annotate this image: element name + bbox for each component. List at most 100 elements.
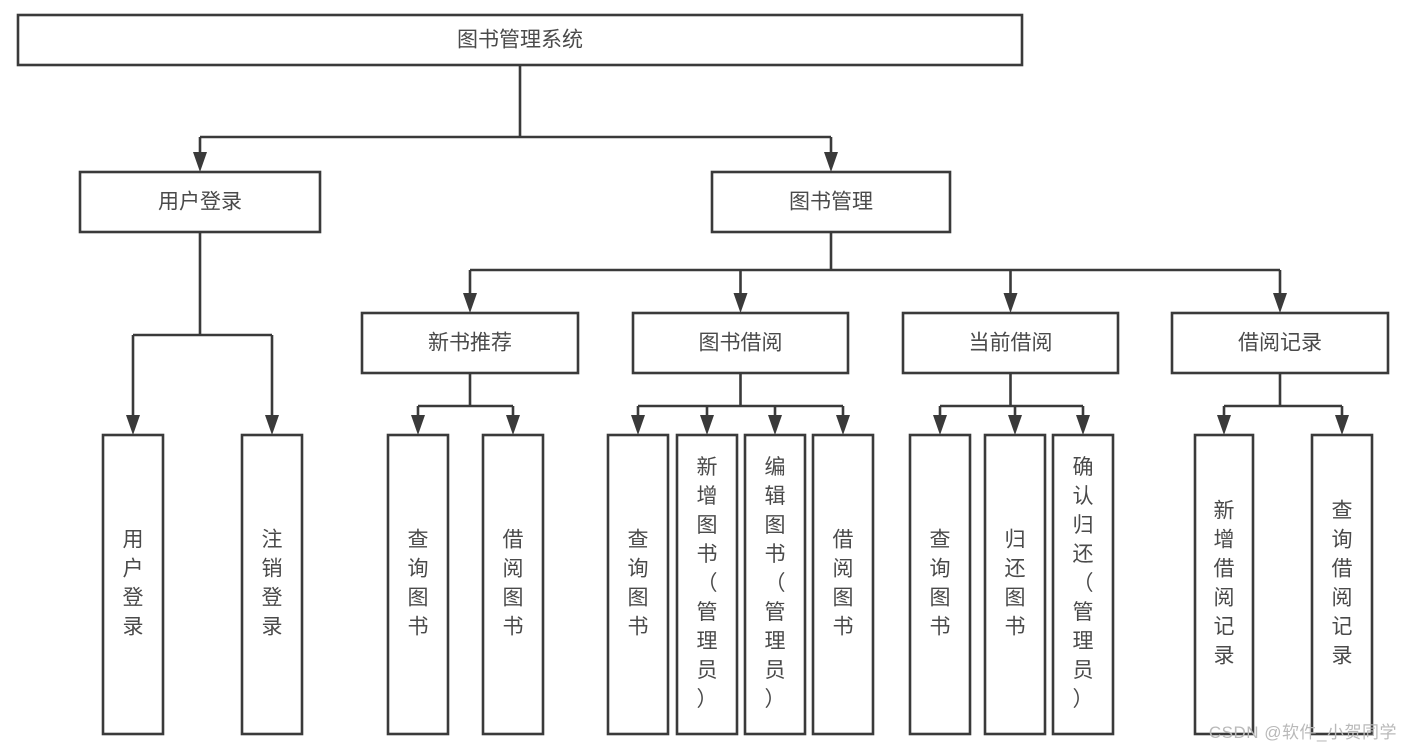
node-box[interactable]	[710, 170, 952, 234]
node-label: 图书管理系统	[457, 29, 583, 52]
node-book-manage[interactable]: 图书管理	[710, 170, 952, 234]
arrow-head	[631, 415, 645, 435]
arrow-head	[506, 415, 520, 435]
node-box[interactable]	[481, 433, 545, 736]
node-box[interactable]	[1193, 433, 1255, 736]
node-label-char: 还	[1005, 558, 1026, 581]
node-label-char: 图	[765, 514, 786, 537]
node-label-char: 阅	[1214, 587, 1235, 610]
arrow-head	[824, 152, 838, 172]
node-box[interactable]	[811, 433, 875, 736]
node-label-char: 查	[1332, 500, 1353, 523]
node-box[interactable]	[675, 433, 739, 736]
node-label-char: 书	[930, 616, 951, 639]
node-label: 新书推荐	[428, 332, 512, 355]
node-label-char: 阅	[1332, 587, 1353, 610]
node-box[interactable]	[1310, 433, 1374, 736]
node-box[interactable]	[386, 433, 450, 736]
node-box[interactable]	[743, 433, 807, 736]
arrow-head	[933, 415, 947, 435]
node-label-char: 确	[1073, 456, 1094, 479]
node-label-char: 查	[930, 529, 951, 552]
boxes-layer: 图书管理系统用户登录图书管理新书推荐图书借阅当前借阅借阅记录用户登录注销登录查询…	[16, 13, 1390, 736]
node-label-char: 认	[1073, 485, 1094, 508]
node-label-char: 理	[1073, 630, 1094, 653]
node-label: 图书管理	[789, 191, 873, 214]
node-leaf-user-login[interactable]: 用户登录	[101, 433, 165, 736]
node-box[interactable]	[1170, 311, 1390, 375]
node-box[interactable]	[631, 311, 850, 375]
node-box[interactable]	[78, 170, 322, 234]
node-label-char: 书	[765, 543, 786, 566]
node-label-char: 记	[1214, 616, 1235, 639]
node-label-char: ）	[765, 688, 786, 711]
node-label-char: 还	[1073, 543, 1094, 566]
node-label-char: 录	[1214, 645, 1235, 668]
node-label-char: 新	[697, 456, 718, 479]
node-box[interactable]	[901, 311, 1120, 375]
node-box[interactable]	[16, 13, 1024, 67]
arrow-head	[1008, 415, 1022, 435]
arrow-head	[733, 293, 748, 313]
node-label-char: 新	[1214, 500, 1235, 523]
node-label: 图书借阅	[699, 332, 783, 355]
arrow-head	[1273, 293, 1287, 313]
node-label-char: 用	[123, 529, 144, 552]
node-label-char: 借	[833, 529, 854, 552]
node-label-char: 书	[628, 616, 649, 639]
csdn-watermark: CSDN @软件_小贺同学	[1208, 723, 1397, 742]
node-label-char: 录	[1332, 645, 1353, 668]
node-borrow-record[interactable]: 借阅记录	[1170, 311, 1390, 375]
node-label: 用户登录	[158, 191, 242, 214]
arrow-head	[1076, 415, 1090, 435]
node-label-char: 销	[262, 558, 283, 581]
node-user-login[interactable]: 用户登录	[78, 170, 322, 234]
node-box[interactable]	[101, 433, 165, 736]
node-box[interactable]	[606, 433, 670, 736]
node-label-char: 书	[697, 543, 718, 566]
node-label-char: 增	[1214, 529, 1235, 552]
node-book-borrow[interactable]: 图书借阅	[631, 311, 850, 375]
node-label-char: 编	[765, 456, 786, 479]
arrow-head	[265, 415, 279, 435]
node-label-char: 查	[628, 529, 649, 552]
node-box[interactable]	[360, 311, 580, 375]
node-label-char: （	[1073, 572, 1094, 595]
node-undefined[interactable]: 图书管理系统	[16, 13, 1024, 67]
node-label-char: 询	[408, 558, 429, 581]
node-label-char: 户	[123, 558, 144, 581]
node-label-char: 图	[1005, 587, 1026, 610]
node-label-char: 员	[1073, 659, 1094, 682]
node-label-char: 图	[628, 587, 649, 610]
edges-layer	[126, 65, 1349, 435]
node-box[interactable]	[240, 433, 304, 736]
node-label-char: 借	[503, 529, 524, 552]
node-label: 借阅记录	[1238, 332, 1322, 355]
node-label-char: （	[697, 572, 718, 595]
node-label-char: 书	[833, 616, 854, 639]
node-label: 当前借阅	[969, 332, 1053, 355]
node-new-book-recommend[interactable]: 新书推荐	[360, 311, 580, 375]
node-box[interactable]	[908, 433, 972, 736]
arrow-head	[1217, 415, 1231, 435]
node-label-char: 询	[930, 558, 951, 581]
arrow-head	[836, 415, 850, 435]
node-current-borrow[interactable]: 当前借阅	[901, 311, 1120, 375]
node-box[interactable]	[983, 433, 1047, 736]
node-box[interactable]	[1051, 433, 1115, 736]
node-label-char: 员	[697, 659, 718, 682]
